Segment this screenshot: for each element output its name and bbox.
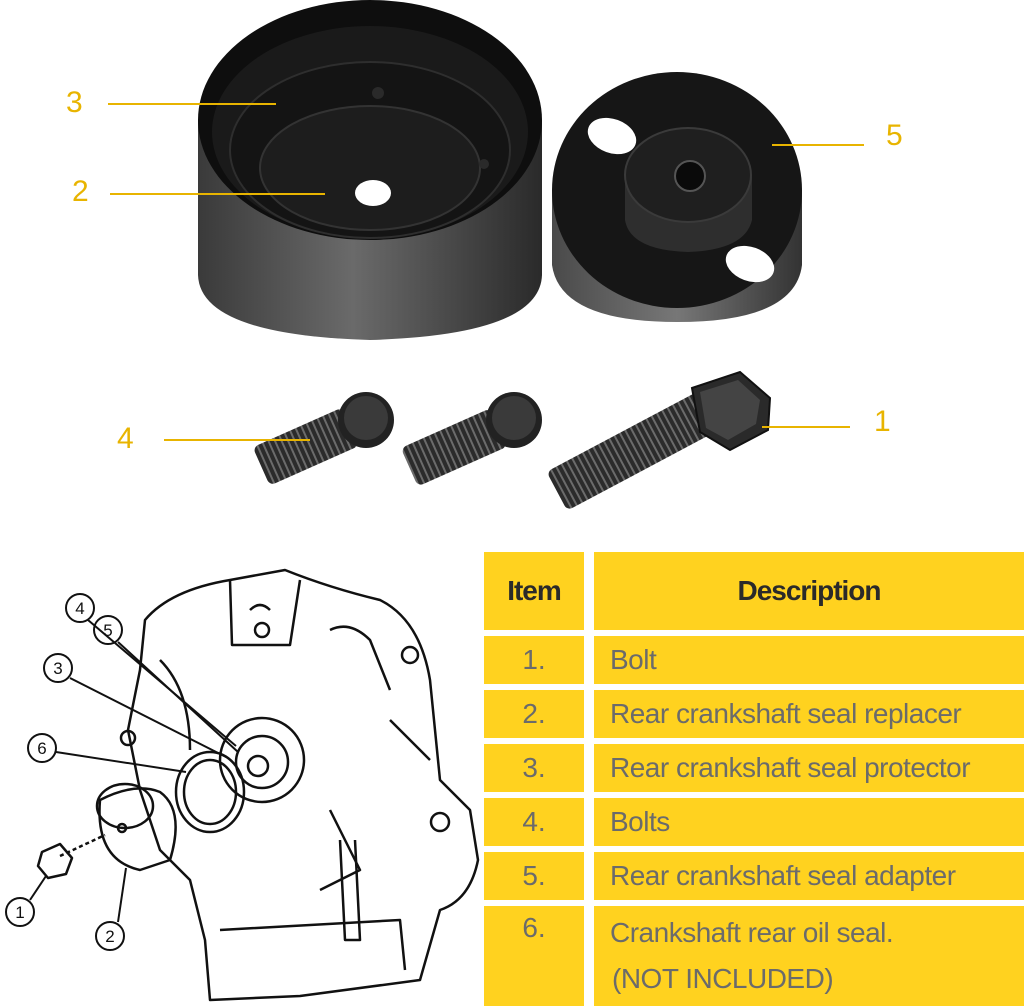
callout-label: 4 [117,422,134,455]
item-description: Rear crankshaft seal protector [610,752,971,783]
diagram-callout: 6 [37,739,46,758]
short-bolt [254,392,394,484]
callout-label: 1 [874,405,891,438]
table-row: 4. Bolts [484,798,1024,846]
installation-diagram: 4 5 3 6 1 2 [5,568,480,1002]
item-note: (NOT INCLUDED) [612,963,834,994]
diagram-callout: 2 [105,927,114,946]
table-header-row: Item Description [484,552,1024,630]
header-description-label: Description [737,575,881,606]
callout-leader [110,193,325,195]
callout-leader [108,103,276,105]
description-cell: Bolts [594,798,1024,846]
item-number: 6. [522,912,546,943]
seal-replacer-cup [198,0,542,340]
item-number: 4. [522,806,546,837]
item-number: 2. [522,698,546,729]
table-row: 5. Rear crankshaft seal adapter [484,852,1024,900]
item-number: 3. [522,752,546,783]
engine-block-outline [126,568,480,1002]
callout-leader [164,439,310,441]
item-description: Rear crankshaft seal replacer [610,698,962,729]
item-description: Crankshaft rear oil seal. [610,917,894,948]
callout-label: 2 [72,175,89,208]
table-row: 2. Rear crankshaft seal replacer [484,690,1024,738]
callout-label: 3 [66,86,83,119]
description-cell: Bolt [594,636,1024,684]
description-cell: Rear crankshaft seal adapter [594,852,1024,900]
replacer-cup-drawing [98,787,177,872]
table-row: 6. Crankshaft rear oil seal. (NOT INCLUD… [484,906,1024,1006]
item-cell: 4. [484,798,584,846]
table-row: 3. Rear crankshaft seal protector [484,744,1024,792]
table-row: 1. Bolt [484,636,1024,684]
item-cell: 1. [484,636,584,684]
diagram-callout: 3 [53,659,62,678]
header-item-cell: Item [484,552,584,630]
item-number: 5. [522,860,546,891]
seal-adapter-plate [552,72,802,322]
long-hex-bolt [548,370,772,509]
item-description: Bolts [610,806,670,837]
short-bolt [402,392,542,485]
item-cell: 6. [484,906,584,1006]
crank-hub [218,716,306,804]
oil-seal-drawing [174,750,246,834]
header-description-cell: Description [594,552,1024,630]
callout-leader [772,144,864,146]
item-cell: 2. [484,690,584,738]
diagram-callout: 4 [75,599,84,618]
header-item-label: Item [507,575,562,606]
item-description: Bolt [610,644,657,675]
item-cell: 3. [484,744,584,792]
item-cell: 5. [484,852,584,900]
description-cell: Crankshaft rear oil seal. (NOT INCLUDED) [594,906,1024,1006]
diagram-callout: 1 [15,903,24,922]
item-description: Rear crankshaft seal adapter [610,860,956,891]
description-cell: Rear crankshaft seal protector [594,744,1024,792]
parts-table: Item Description 1. Bolt 2. Rear cranksh… [484,552,1024,1006]
callout-leader [762,426,850,428]
callout-label: 5 [886,119,903,152]
diagram-callout: 5 [103,621,112,640]
product-photo [198,0,802,509]
description-cell: Rear crankshaft seal replacer [594,690,1024,738]
item-number: 1. [522,644,546,675]
